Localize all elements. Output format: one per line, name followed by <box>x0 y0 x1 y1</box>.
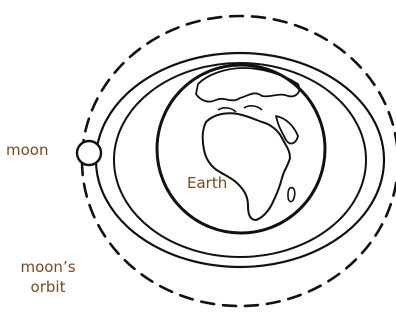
moon-orbit-label-line1: moon’s <box>8 257 88 277</box>
moon-circle <box>77 141 101 165</box>
earth-globe <box>157 65 325 233</box>
moon-orbit-label: moon’s orbit <box>8 257 88 297</box>
earth-label: Earth <box>187 174 227 192</box>
moon-orbit-label-line2: orbit <box>8 277 88 297</box>
moon-label: moon <box>6 141 48 159</box>
